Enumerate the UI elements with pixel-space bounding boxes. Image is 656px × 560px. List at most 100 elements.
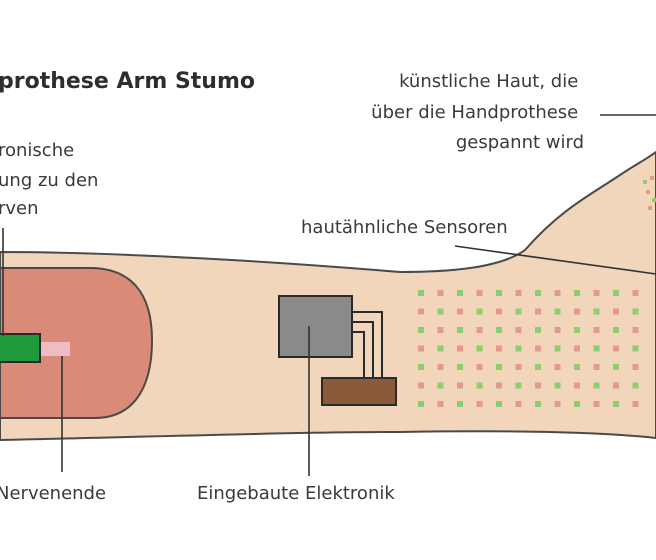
stump-tissue [0,267,154,419]
sensor-dot [418,401,424,407]
label-skin-sensors: hautähnliche Sensoren [301,217,508,238]
sensor-dot [593,382,600,389]
sensor-dot [574,327,580,333]
electronics-box [278,295,353,358]
sensor-dot [613,308,619,315]
label-artificial-skin: künstliche Haut, die über die Handprothe… [371,71,584,153]
sensor-dot [437,401,444,407]
sensor-dot [476,401,483,407]
sensor-dot [496,364,502,370]
sensor-dot [476,364,483,370]
sensor-dot [632,327,639,333]
sensor-dot [593,327,600,333]
label-electronic-connection-line-3: rven [0,198,39,219]
label-artificial-skin-line-2: über die Handprothese [371,102,578,123]
sensor-dot [457,401,463,407]
label-artificial-skin-line-3: gespannt wird [456,132,584,153]
sensor-dot [457,345,463,352]
sensor-dot [646,190,650,194]
sensor-dot [593,345,600,352]
diagram-title: prothese Arm Stumo [0,69,255,94]
sensor-dot [437,382,444,389]
sensor-dot [476,308,483,315]
sensor-dot [476,382,483,389]
sensor-dot [554,308,561,315]
sensor-dot [515,308,522,315]
sensor-dot [535,382,541,389]
sensor-dot [515,364,522,370]
label-built-in-electronics: Eingebaute Elektronik [197,483,395,504]
leader-skin-sensors [454,245,656,275]
label-nerve-end: Nervenende [0,483,106,504]
sensor-dot [574,401,580,407]
sensor-dot [554,345,561,352]
leader-lines [2,114,656,476]
sensor-dot [535,327,541,333]
sensor-dot [496,345,502,352]
sensor-dot [613,345,619,352]
sensor-dot [554,382,561,389]
sensor-dot [554,364,561,370]
sensor-dot [476,290,483,296]
sensor-dot [648,206,652,210]
battery [321,377,397,406]
sensor-dot [457,364,463,370]
sensor-dot [457,382,463,389]
sensor-dot [457,308,463,315]
nerve-segment [40,342,70,356]
sensor-dot [613,401,619,407]
sensor-dot [574,308,580,315]
sensor-dot [632,382,639,389]
sensor-dot [496,308,502,315]
sensor-dot [554,401,561,407]
sensor-dot [418,327,424,333]
sensor-dot [496,382,502,389]
sensor-dot [418,364,424,370]
sensor-dot [632,401,639,407]
sensor-dot [515,401,522,407]
sensor-dot [593,364,600,370]
sensor-dot [593,308,600,315]
sensor-dot [476,327,483,333]
skin-sensor-grid [418,176,656,407]
sensor-dot [632,308,639,315]
electronics-wires [352,311,383,378]
sensor-dot [437,290,444,296]
sensor-dot [574,290,580,296]
sensor-dot [554,327,561,333]
sensor-dot [632,290,639,296]
sensor-dot [437,345,444,352]
sensor-dot [515,327,522,333]
sensor-dot [574,382,580,389]
label-electronic-connection-line-1: ronische [0,140,74,161]
sensor-dot [643,180,647,184]
sensor-dot [593,401,600,407]
sensor-dot [613,327,619,333]
sensor-dot [515,345,522,352]
sensor-dot [437,364,444,370]
label-electronic-connection: ronische ung zu den rven [0,140,104,219]
sensor-dot [650,176,654,180]
sensor-dot [515,290,522,296]
sensor-dot [496,290,502,296]
sensor-dot [574,364,580,370]
sensor-dot [554,290,561,296]
electrode [0,333,41,363]
sensor-dot [652,198,656,202]
sensor-dot [437,308,444,315]
sensor-dot [418,382,424,389]
label-artificial-skin-line-1: künstliche Haut, die [399,71,578,92]
sensor-dot [535,308,541,315]
sensor-dot [418,290,424,296]
sensor-dot [632,364,639,370]
sensor-dot [418,345,424,352]
sensor-dot [535,364,541,370]
sensor-dot [457,327,463,333]
sensor-dot [535,401,541,407]
sensor-dot [632,345,639,352]
sensor-dot [437,327,444,333]
sensor-dot [613,290,619,296]
label-electronic-connection-line-2: ung zu den [0,170,98,191]
